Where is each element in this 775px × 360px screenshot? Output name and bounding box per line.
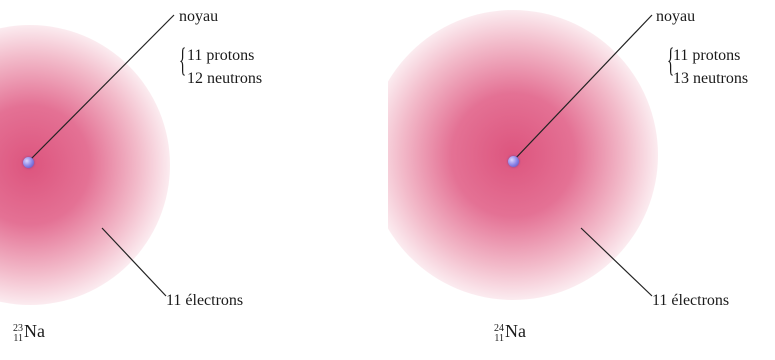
nucleus-label: noyau (179, 8, 219, 25)
nucleus-icon (508, 156, 519, 167)
isotope-notation: 24 11 Na (494, 320, 526, 344)
electrons-label: 11 électrons (166, 292, 244, 309)
nucleus-icon (23, 157, 34, 168)
nucleus-leader-line (512, 14, 653, 162)
electron-leader-line (101, 227, 167, 297)
atom-diagram-na-23: noyau { 11 protons 12 neutrons 11 électr… (0, 8, 263, 344)
element-symbol: Na (505, 320, 526, 341)
electron-cloud (388, 10, 658, 300)
atomic-number: 11 (494, 332, 504, 344)
protons-label: 11 protons (187, 47, 255, 64)
neutrons-label: 12 neutrons (187, 70, 263, 87)
leader-lines (512, 14, 653, 297)
electron-leader-line (580, 227, 653, 297)
electrons-label: 11 électrons (652, 292, 730, 309)
atom-diagram-na-24: noyau { 11 protons 13 neutrons 11 électr… (388, 0, 775, 360)
nucleus-leader-line (27, 14, 175, 163)
protons-label: 11 protons (673, 47, 741, 64)
brace-icon: { (667, 42, 675, 79)
isotope-notation: 23 11 Na (13, 320, 45, 344)
nucleus-label: noyau (656, 8, 696, 25)
neutrons-label: 13 neutrons (673, 70, 749, 87)
atomic-number: 11 (13, 332, 23, 344)
mass-number: 23 (13, 322, 23, 334)
leader-lines (27, 14, 175, 297)
mass-number: 24 (494, 322, 504, 334)
element-symbol: Na (24, 320, 45, 341)
brace-icon: { (179, 42, 187, 79)
